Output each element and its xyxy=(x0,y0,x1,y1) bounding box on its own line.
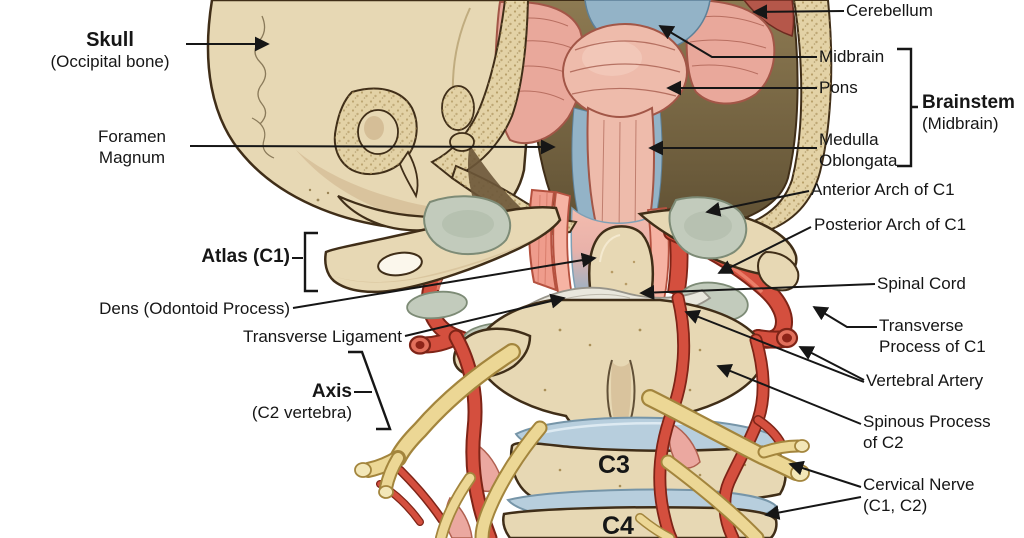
label-c4: C4 xyxy=(602,512,634,538)
label-cervical-nerve: Cervical Nerve (C1, C2) xyxy=(863,475,975,515)
bracket-atlas xyxy=(303,231,318,293)
ear-canal-bone xyxy=(333,85,475,199)
label-transverse-ligament: Transverse Ligament xyxy=(242,327,402,346)
cervical-nerves xyxy=(354,343,810,538)
leader-dens xyxy=(292,252,597,309)
label-brainstem-subtitle: (Midbrain) xyxy=(922,114,999,133)
axis-c2-bone xyxy=(453,298,764,440)
pons-structure xyxy=(562,23,688,121)
label-skull-subtitle: (Occipital bone) xyxy=(50,52,170,71)
label-posterior-arch-c1: Posterior Arch of C1 xyxy=(814,215,967,234)
label-foramen-magnum: Foramen Magnum xyxy=(97,127,167,167)
label-axis-subtitle: (C2 vertebra) xyxy=(251,403,352,422)
label-anterior-arch-c1: Anterior Arch of C1 xyxy=(811,180,955,199)
styloid-process xyxy=(399,150,419,199)
label-brainstem-title: Brainstem xyxy=(922,92,1015,113)
leader-foramen-magnum xyxy=(189,139,556,155)
leader-posterior-arch xyxy=(717,226,812,274)
leader-cerebellum xyxy=(752,4,845,20)
label-axis-title: Axis xyxy=(311,381,352,402)
bracket-brainstem xyxy=(897,47,918,168)
label-dens: Dens (Odontoid Process) xyxy=(99,299,290,318)
label-brainstem: Brainstem (Midbrain) xyxy=(922,92,1015,135)
label-c3: C3 xyxy=(598,451,630,479)
label-skull: Skull (Occipital bone) xyxy=(36,29,184,73)
leader-midbrain xyxy=(658,25,817,58)
transverse-process-c1-knob xyxy=(756,250,800,292)
leader-cervical-nerve-1 xyxy=(788,460,862,488)
medulla-oblongata-structure xyxy=(586,106,655,241)
label-atlas-c1: Atlas (C1) xyxy=(201,246,290,267)
label-medulla-oblongata: Medulla Oblongata xyxy=(819,130,898,170)
label-pons: Pons xyxy=(819,78,858,97)
label-cerebellum: Cerebellum xyxy=(846,1,933,20)
transverse-foramen xyxy=(377,251,423,277)
leader-spinal-cord xyxy=(639,283,876,300)
leader-spinous-process xyxy=(716,364,862,425)
label-spinal-cord: Spinal Cord xyxy=(877,274,966,293)
label-transverse-process-c1: Transverse Process of C1 xyxy=(879,316,986,356)
leader-vertebral-artery-1 xyxy=(798,346,865,381)
leader-vertebral-artery-2 xyxy=(684,309,865,383)
bracket-axis xyxy=(348,350,392,431)
label-axis-c2: Axis (C2 vertebra) xyxy=(196,381,352,424)
leader-transverse-ligament xyxy=(404,293,566,337)
label-skull-title: Skull xyxy=(86,29,134,51)
label-midbrain: Midbrain xyxy=(819,47,885,66)
leader-anterior-arch xyxy=(705,190,810,217)
label-spinous-process-c2: Spinous Process of C2 xyxy=(863,412,991,452)
leader-cervical-nerve-2 xyxy=(764,496,862,520)
label-vertebral-artery: Vertebral Artery xyxy=(866,371,984,390)
leader-transverse-process xyxy=(812,306,877,328)
